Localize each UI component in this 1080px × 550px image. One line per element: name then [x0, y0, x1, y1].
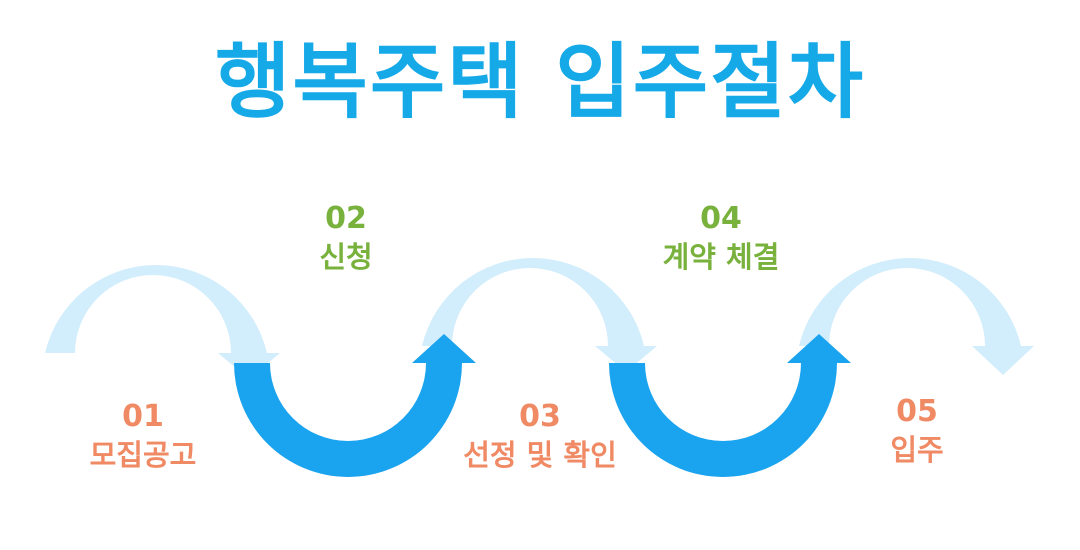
arc-up-2 — [422, 257, 657, 372]
page-title: 행복주택 입주절차 — [214, 35, 866, 130]
step-5-label: 입주 — [890, 433, 944, 467]
arc-down-2 — [609, 334, 851, 477]
step-3: 03 선정 및 확인 — [420, 398, 660, 474]
step-4-label: 계약 체결 — [662, 240, 780, 274]
step-5-number: 05 — [896, 394, 938, 429]
step-2: 02 신청 — [226, 200, 466, 276]
arc-up-1 — [45, 264, 280, 379]
step-3-label: 선정 및 확인 — [463, 438, 617, 472]
arc-down-1 — [234, 334, 476, 477]
step-3-number: 03 — [519, 399, 561, 434]
step-1-number: 01 — [122, 399, 164, 434]
step-4: 04 계약 체결 — [601, 200, 841, 276]
step-1-label: 모집공고 — [89, 438, 197, 472]
step-4-number: 04 — [700, 201, 742, 236]
step-2-label: 신청 — [319, 240, 373, 274]
step-5: 05 입주 — [797, 393, 1037, 469]
arc-up-3 — [799, 257, 1034, 375]
step-1: 01 모집공고 — [23, 398, 263, 474]
step-2-number: 02 — [325, 201, 367, 236]
